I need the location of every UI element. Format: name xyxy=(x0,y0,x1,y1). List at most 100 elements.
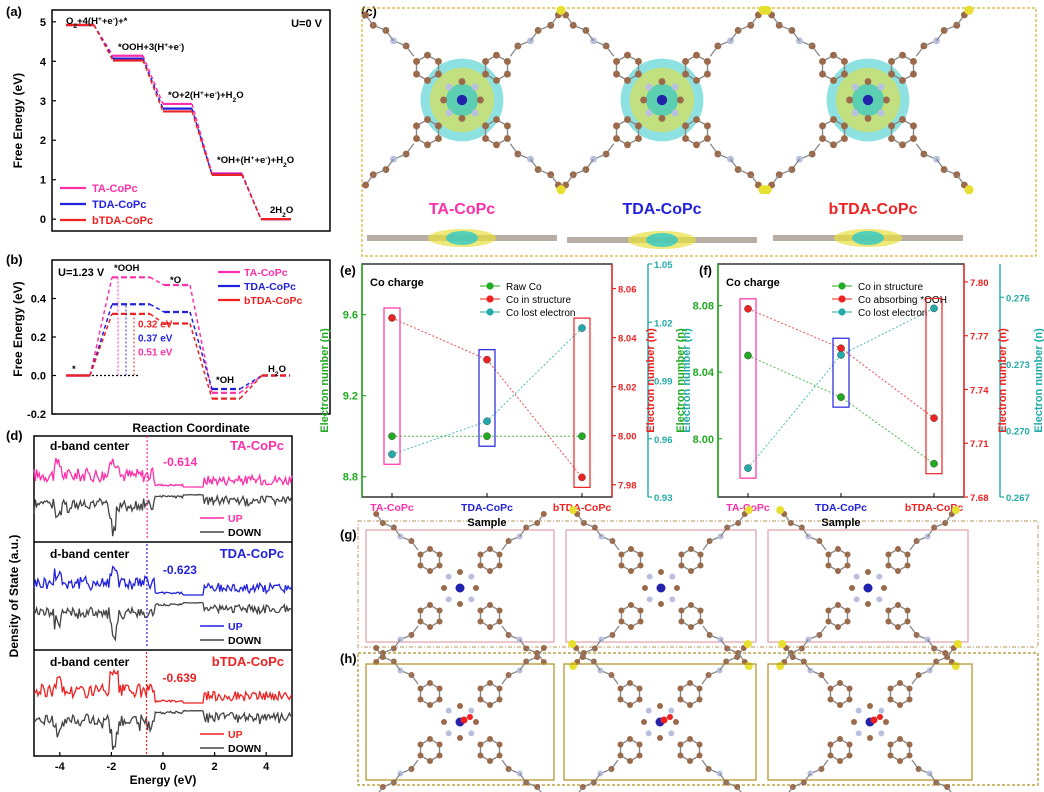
panel-c-label-ta: TA-CoPc xyxy=(429,201,495,218)
panel-c-tda-core-atom xyxy=(658,114,666,122)
panel-a-connector-TA-CoPc xyxy=(191,103,213,174)
panel-h-structure-core-atom xyxy=(457,735,463,741)
panel-h-structure-atom-c xyxy=(696,741,703,748)
panel-c-tda-atom-c xyxy=(624,141,631,149)
panel-f-series-line xyxy=(747,307,935,469)
panel-g-structure-atom-c xyxy=(678,562,685,569)
panel-c-ta-atom-c xyxy=(493,77,500,84)
panel-c-btda-co-atom xyxy=(862,94,874,106)
panel-c-ta-atom-c xyxy=(504,122,511,130)
panel-e-tick-label: 8.02 xyxy=(618,383,637,394)
panel-d-legend-up: UP xyxy=(228,729,243,741)
panel-a-step-label: 2H2O xyxy=(270,205,293,219)
panel-letter-g: (g) xyxy=(340,527,357,542)
panel-g-structure-atom-c xyxy=(417,618,424,625)
panel-g-structure-atom-c xyxy=(427,624,433,630)
panel-h-structure-atom-c xyxy=(636,741,643,748)
panel-g-structure-ring xyxy=(479,604,501,628)
panel-e-title: Co charge xyxy=(370,277,424,289)
panel-a-connector-bTDA-CoPc xyxy=(93,24,114,61)
panel-c-btda-atom-c xyxy=(888,70,895,78)
panel-h-structure-atom-c xyxy=(887,685,894,692)
panel-c-btda-atom-c xyxy=(899,51,906,59)
panel-c-btda-core-atom xyxy=(864,78,872,86)
panel-g-structure-core-atom xyxy=(445,573,452,580)
panel-h-structure-core-atom xyxy=(855,707,862,714)
panel-h-structure-core-atom xyxy=(657,703,663,709)
panel-a-step-label: *O+2(H++e-)+H2O xyxy=(168,90,244,104)
panel-f-category-label: bTDA-CoPc xyxy=(905,502,963,514)
panel-f-tick-label: 0.273 xyxy=(1006,360,1030,371)
panel-g-structure-atom-c xyxy=(885,618,892,625)
panel-h-structure-atom-c xyxy=(427,736,433,742)
panel-f-tick-label: 8.04 xyxy=(693,367,715,379)
panel-c-tda-atom-c xyxy=(682,70,689,78)
panel-e-axis-label: Electron number (n) xyxy=(681,328,693,433)
panel-f-axis-label: Electron number (n) xyxy=(1033,328,1044,433)
panel-c-btda-atom-c xyxy=(819,122,826,130)
panel-h-structure-core-atom xyxy=(867,703,873,709)
panel-d-xtick-label: -4 xyxy=(55,761,66,773)
panel-c-tda-core-atom xyxy=(645,109,653,117)
panel-h-structure-atom-c xyxy=(627,758,633,764)
panel-b-connector-bTDA-CoPc xyxy=(189,323,213,399)
panel-g-structure-atom-c xyxy=(496,551,503,558)
panel-g-box xyxy=(767,529,969,643)
panel-c-ta-atom-c xyxy=(413,58,420,65)
panel-h-structure-ring xyxy=(829,738,851,762)
panel-c-btda-atom-c xyxy=(888,122,895,130)
panel-g-structure-atom-c xyxy=(496,562,503,569)
panel-g-structure-atom-c xyxy=(825,607,832,614)
panel-c-ta-ring xyxy=(415,118,440,146)
panel-g-structure-atom-c xyxy=(844,551,851,558)
panel-c-ta-atom-c xyxy=(482,58,489,65)
panel-c-ta-atom-c xyxy=(413,122,420,130)
panel-h-structure-core-atom xyxy=(855,730,862,737)
panel-d-series-name: TA-CoPc xyxy=(230,438,284,453)
panel-g-structure-atom-c xyxy=(835,624,841,630)
panel-b-xlabel: Reaction Coordinate xyxy=(132,421,250,435)
panel-c-btda-atom-s xyxy=(964,5,974,15)
panel-g-structure-atom-c xyxy=(628,546,634,552)
panel-e-category-label: bTDA-CoPc xyxy=(553,502,611,514)
panel-c-tda-atom-c xyxy=(613,70,620,78)
panel-c-btda-core-atom xyxy=(882,96,890,104)
panel-h-structure-atom-c xyxy=(827,741,834,748)
panel-h-structure-atom-c xyxy=(696,685,703,692)
panel-g-structure-core-atom xyxy=(876,596,883,603)
panel-h-structure-ring xyxy=(679,682,701,706)
panel-f-tick-label: 7.71 xyxy=(970,439,989,450)
panel-f-series-line xyxy=(747,355,935,465)
panel-b-connector-TDA-CoPc xyxy=(189,311,213,390)
panel-c-btda-atom-s xyxy=(964,185,974,195)
panel-c-btda-atom-c xyxy=(841,135,848,142)
panel-e-category-label: TA-CoPc xyxy=(370,502,414,514)
panel-c-btda-atom-c xyxy=(830,116,837,124)
panel-e-xlabel: Sample xyxy=(467,517,506,529)
panel-c-btda-core-atom xyxy=(864,114,872,122)
panel-b-step-label: H2O xyxy=(268,364,286,378)
panel-g-structure-core-atom xyxy=(865,601,871,607)
panel-g-structure-core-atom xyxy=(646,573,653,580)
panel-h-structure-o-atom xyxy=(870,716,878,724)
panel-g-structure-atom-c xyxy=(678,618,685,625)
panel-d-subtitle: d-band center xyxy=(50,655,130,669)
panel-e-tick-label: 8.04 xyxy=(618,334,637,345)
panel-c-tda-core-atom xyxy=(645,83,653,91)
panel-g-structure-atom-c xyxy=(697,607,704,614)
panel-b-connector-bTDA-CoPc xyxy=(239,374,263,400)
panel-h-structure-atom-c xyxy=(496,752,503,759)
panel-d-center-label: -0.639 xyxy=(163,671,197,685)
panel-c-ta-co-atom xyxy=(456,94,468,106)
panel-f-point xyxy=(744,464,752,472)
panel-c-ta-ring xyxy=(415,54,440,82)
panel-h-structure-atom-c xyxy=(906,696,913,703)
panel-a-annotation: U=0 V xyxy=(291,18,323,30)
panel-c-tda-atom-c xyxy=(704,58,711,65)
panel-h-structure-atom-c xyxy=(846,741,853,748)
panel-g-structure-atom-c xyxy=(427,568,433,574)
panel-h-structure-atom-c xyxy=(487,736,493,742)
panel-h-structure-atom-c xyxy=(837,702,843,708)
panel-d-legend-up: UP xyxy=(228,513,243,525)
panel-g-structure-atom-c xyxy=(477,562,484,569)
